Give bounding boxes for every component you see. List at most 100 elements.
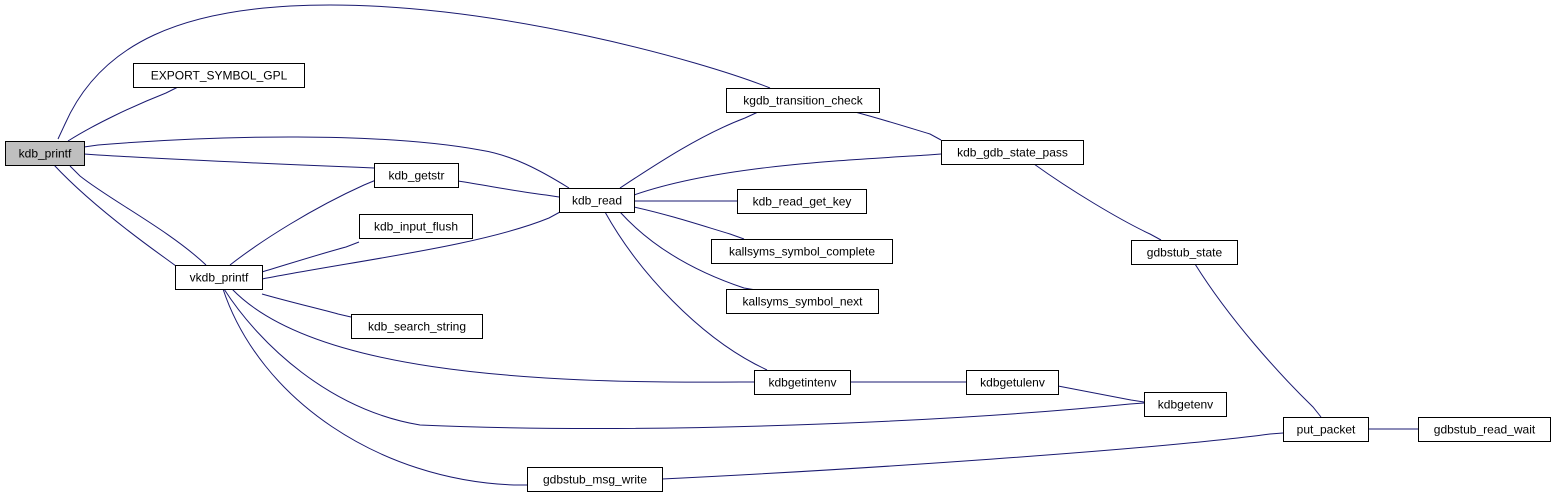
edge-line	[83, 153, 375, 169]
edge-line	[457, 180, 560, 198]
node-label: kdb_read	[572, 194, 622, 208]
edge-line	[633, 153, 942, 196]
node-kallsyms_symbol_complete[interactable]: kallsyms_symbol_complete	[711, 239, 893, 264]
edge-line	[661, 432, 1284, 480]
edge-line	[229, 179, 377, 266]
edge-line	[604, 211, 768, 371]
node-box[interactable]	[726, 88, 880, 113]
node-label: kallsyms_symbol_next	[742, 295, 863, 309]
node-label: kdb_search_string	[368, 320, 466, 334]
node-EXPORT_SYMBOL_GPL[interactable]: EXPORT_SYMBOL_GPL	[133, 63, 305, 88]
node-label: kallsyms_symbol_complete	[729, 245, 875, 259]
node-vkdb_printf[interactable]: vkdb_printf	[175, 265, 263, 290]
node-box[interactable]	[133, 63, 305, 88]
node-put_packet[interactable]: put_packet	[1283, 417, 1369, 442]
node-gdbstub_state[interactable]: gdbstub_state	[1131, 240, 1238, 265]
node-box[interactable]	[359, 214, 473, 239]
edge-line	[57, 4, 771, 140]
edge-kdb_read-to-kdb_gdb_state_pass	[633, 153, 942, 196]
node-kdb_printf[interactable]: kdb_printf	[5, 141, 85, 166]
node-label: kdb_read_get_key	[753, 195, 852, 209]
node-box[interactable]	[527, 467, 663, 492]
node-label: put_packet	[1297, 423, 1356, 437]
node-kdb_input_flush[interactable]: kdb_input_flush	[359, 214, 473, 239]
edge-kdbgetulenv-to-kdbgetenv	[1057, 385, 1145, 403]
node-kdbgetenv[interactable]: kdbgetenv	[1144, 392, 1227, 417]
node-box[interactable]	[351, 314, 483, 339]
node-label: kdb_input_flush	[374, 220, 458, 234]
edge-line	[261, 241, 360, 273]
node-box[interactable]	[374, 163, 459, 188]
node-box[interactable]	[754, 370, 851, 395]
edge-vkdb_printf-to-kdbgetintenv	[231, 288, 754, 383]
edge-kdb_read-to-kallsyms_symbol_complete	[633, 206, 745, 240]
edge-kgdb_transition_check-to-kdb_printf	[57, 4, 771, 140]
node-kallsyms_symbol_next[interactable]: kallsyms_symbol_next	[726, 289, 879, 314]
node-label: vkdb_printf	[190, 271, 249, 285]
edge-kdb_getstr-to-kdb_printf	[83, 153, 375, 169]
node-box[interactable]	[5, 141, 85, 166]
node-label: EXPORT_SYMBOL_GPL	[151, 69, 288, 83]
edge-kgdb_transition_check-to-kdb_gdb_state_pass	[854, 111, 942, 141]
node-label: gdbstub_msg_write	[543, 473, 647, 487]
nodes-layer: kdb_printfEXPORT_SYMBOL_GPLvkdb_printfkd…	[5, 63, 1551, 492]
edge-gdbstub_state-to-put_packet	[1194, 263, 1322, 418]
node-box[interactable]	[726, 289, 879, 314]
edge-vkdb_printf-to-kdb_input_flush	[261, 241, 360, 273]
node-kdbgetintenv[interactable]: kdbgetintenv	[754, 370, 851, 395]
node-box[interactable]	[1283, 417, 1369, 442]
node-kdb_search_string[interactable]: kdb_search_string	[351, 314, 483, 339]
node-label: kdbgetulenv	[980, 376, 1045, 390]
edge-kdb_getstr-to-kdb_read	[457, 180, 560, 198]
node-label: kgdb_transition_check	[743, 94, 863, 108]
edge-line	[633, 206, 745, 240]
node-label: gdbstub_state	[1147, 246, 1223, 260]
edges-layer	[53, 4, 1418, 486]
node-box[interactable]	[1144, 392, 1227, 417]
node-label: gdbstub_read_wait	[1434, 423, 1536, 437]
node-box[interactable]	[737, 189, 867, 214]
edge-line	[67, 85, 181, 142]
node-box[interactable]	[966, 370, 1059, 395]
node-box[interactable]	[1418, 417, 1551, 442]
edge-line	[69, 165, 207, 266]
node-kdb_getstr[interactable]: kdb_getstr	[374, 163, 459, 188]
edge-line	[619, 111, 759, 189]
node-box[interactable]	[175, 265, 263, 290]
edge-kdb_read-to-kgdb_transition_check	[619, 111, 759, 189]
edge-vkdb_printf-to-kdb_search_string	[261, 293, 352, 318]
edge-line	[83, 136, 570, 189]
node-label: kdb_getstr	[388, 169, 444, 183]
edge-kdb_read-to-kallsyms_symbol_next	[619, 211, 757, 291]
node-gdbstub_read_wait[interactable]: gdbstub_read_wait	[1418, 417, 1551, 442]
edge-kdb_read-to-kdb_printf	[83, 136, 570, 189]
node-kdb_read_get_key[interactable]: kdb_read_get_key	[737, 189, 867, 214]
node-kdb_read[interactable]: kdb_read	[559, 188, 635, 213]
node-gdbstub_msg_write[interactable]: gdbstub_msg_write	[527, 467, 663, 492]
edge-kdb_printf-to-vkdb_printf	[53, 164, 177, 267]
node-box[interactable]	[711, 239, 893, 264]
edge-line	[223, 288, 1145, 429]
edge-line	[1057, 385, 1145, 403]
edge-kdb_read-to-kdbgetintenv	[604, 211, 768, 371]
node-box[interactable]	[559, 188, 635, 213]
node-kdb_gdb_state_pass[interactable]: kdb_gdb_state_pass	[941, 140, 1084, 165]
edge-vkdb_printf-to-kdb_getstr	[229, 179, 377, 266]
edge-line	[1033, 163, 1162, 241]
node-label: kdbgetenv	[1158, 398, 1213, 412]
edge-line	[854, 111, 942, 141]
edge-vkdb_printf-to-kdbgetenv	[223, 288, 1145, 429]
node-box[interactable]	[1131, 240, 1238, 265]
edge-line	[222, 288, 527, 486]
node-label: kdb_printf	[19, 147, 72, 161]
edge-kdb_gdb_state_pass-to-gdbstub_state	[1033, 163, 1162, 241]
node-kdbgetulenv[interactable]: kdbgetulenv	[966, 370, 1059, 395]
node-box[interactable]	[941, 140, 1084, 165]
edge-gdbstub_msg_write-to-put_packet	[661, 432, 1284, 480]
node-kgdb_transition_check[interactable]: kgdb_transition_check	[726, 88, 880, 113]
edge-line	[619, 211, 757, 291]
edge-line	[1194, 263, 1322, 418]
edge-line	[231, 288, 754, 383]
node-label: kdbgetintenv	[768, 376, 836, 390]
